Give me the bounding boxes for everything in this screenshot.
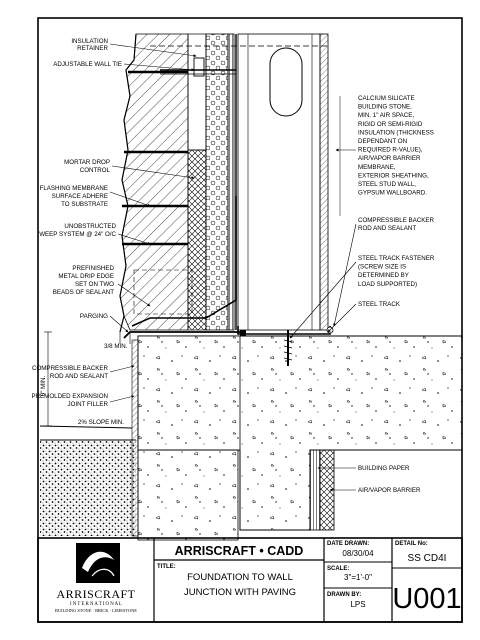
svg-text:ROD AND SEALANT: ROD AND SEALANT [50, 373, 108, 380]
label-fastener: STEEL TRACK FASTENER (SCREW SIZE IS DETE… [358, 255, 436, 288]
label-dim-6: 6" MIN. [40, 376, 47, 397]
svg-text:SURFACE ADHERE: SURFACE ADHERE [52, 193, 108, 200]
drawing-title-line-2: JUNCTION WITH PAVING [184, 587, 296, 598]
label-steel-track: STEEL TRACK [358, 301, 401, 308]
stud-knockout [269, 47, 303, 117]
date-drawn-value: 08/30/04 [342, 549, 374, 558]
svg-text:METAL DRIP EDGE: METAL DRIP EDGE [58, 273, 114, 280]
label-dim-3-8: 3/8 MIN. [104, 343, 128, 350]
gypsum-wallboard [319, 33, 329, 331]
detail-code: SS CD4I [408, 553, 447, 564]
label-backer-right: COMPRESSIBLE BACKER [358, 217, 435, 224]
leader-lines [109, 43, 357, 492]
scale-label: SCALE: [327, 566, 349, 572]
svg-text:WEEP SYSTEM @ 24" O/C: WEEP SYSTEM @ 24" O/C [39, 231, 116, 238]
label-adjustable-wall-tie: ADJUSTABLE WALL TIE [53, 61, 122, 68]
foundation [39, 330, 463, 541]
svg-text:RETAINER: RETAINER [77, 45, 108, 52]
title-block: ARRISCRAFT I N T E R N A T I O N A L BUI… [37, 537, 463, 623]
exterior-sheathing [227, 33, 235, 331]
drawn-by-value: LPS [350, 600, 365, 609]
wall-assembly [119, 33, 334, 339]
label-flashing-membrane: FLASHING MEMBRANE [40, 185, 108, 192]
scale-value: 3"=1'-0" [344, 573, 372, 582]
label-mortar-drop-control: MORTAR DROP [64, 159, 110, 166]
company-name: ARRISCRAFT • CADD [175, 544, 304, 558]
svg-text:SET ON TWO: SET ON TWO [75, 281, 114, 288]
logo-name: ARRISCRAFT [56, 587, 135, 601]
flashing-membrane [131, 196, 237, 327]
mortar-drop-control [187, 149, 207, 331]
svg-text:BEADS OF SEALANT: BEADS OF SEALANT [53, 289, 114, 296]
label-drip-edge: PREFINISHED [72, 265, 114, 272]
svg-text:TO SUBSTRATE: TO SUBSTRATE [61, 201, 108, 208]
label-weep-system: UNOBSTRUCTED [64, 223, 116, 230]
detail-number: U001 [392, 583, 461, 615]
svg-text:ROD AND SEALANT: ROD AND SEALANT [358, 225, 416, 232]
label-slope: 2% SLOPE MIN. [78, 419, 124, 426]
svg-text:JOINT FILLER: JOINT FILLER [68, 401, 109, 408]
expansion-joint-filler [131, 339, 139, 537]
date-drawn-label: DATE DRAWN: [327, 541, 369, 547]
gravel-base [40, 440, 136, 536]
detail-number-label: DETAIL No: [395, 541, 428, 547]
logo-subtitle: I N T E R N A T I O N A L [70, 602, 122, 607]
label-parging: PARGING [80, 313, 108, 320]
callouts-right: CALCIUM SILICATE BUILDING STONE, MIN. 1"… [358, 95, 436, 494]
stone-veneer [119, 33, 189, 331]
callouts-left: INSULATION RETAINER ADJUSTABLE WALL TIE … [31, 38, 127, 426]
title-label: TITLE: [157, 564, 176, 570]
label-air-vapor-barrier: AIR/VAPOR BARRIER [358, 487, 421, 494]
building-paper-layer [309, 449, 321, 531]
logo-tagline: BUILDING STONE · BRICK · LIMESTONE [55, 608, 137, 613]
drawn-by-label: DRAWN BY: [327, 592, 361, 598]
label-premolded-filler: PREMOLDED EXPANSION [31, 393, 108, 400]
paving-slab [137, 449, 239, 541]
adjustable-wall-tie [160, 57, 236, 77]
steel-track-fastener [283, 330, 293, 366]
arriscraft-logo: ARRISCRAFT I N T E R N A T I O N A L BUI… [55, 543, 137, 613]
label-assembly: CALCIUM SILICATE BUILDING STONE, MIN. 1"… [358, 95, 436, 197]
label-insulation-retainer: INSULATION [71, 38, 108, 45]
label-building-paper: BUILDING PAPER [358, 465, 410, 472]
rigid-insulation [205, 33, 229, 331]
label-backer-left: COMPRESSIBLE BACKER [32, 365, 109, 372]
drawing-title-line-1: FOUNDATION TO WALL [187, 572, 293, 583]
svg-text:CONTROL: CONTROL [80, 167, 111, 174]
